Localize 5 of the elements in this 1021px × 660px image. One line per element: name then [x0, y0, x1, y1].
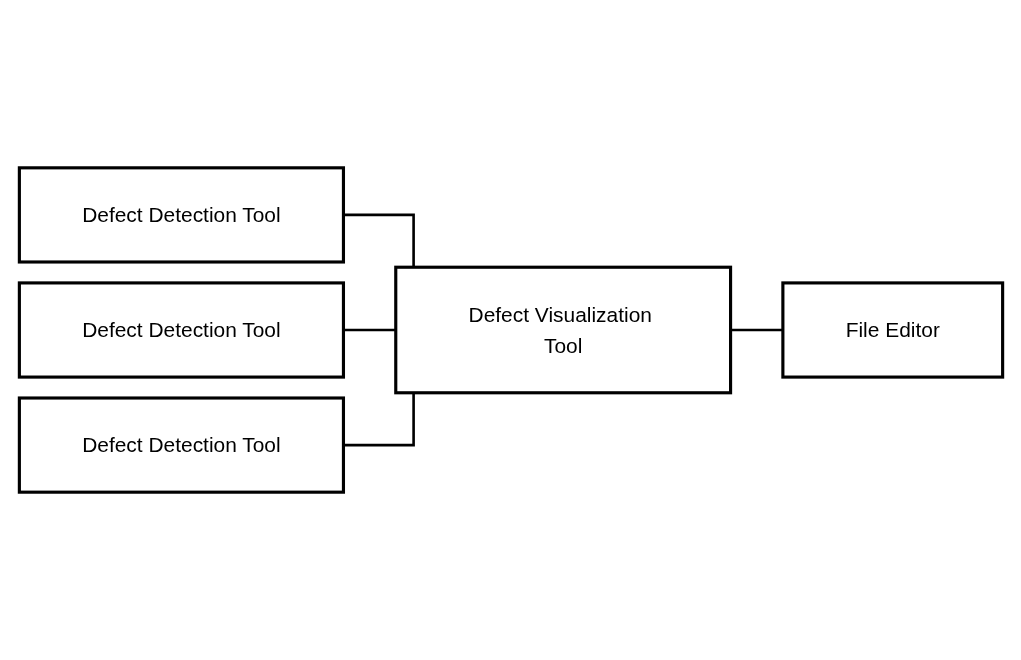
node-box: Defect Detection Tool	[17, 396, 345, 494]
node-box: Defect Detection Tool	[17, 166, 345, 264]
node-box: Defect Visualization Tool	[393, 265, 732, 395]
node-box: File Editor	[780, 281, 1004, 379]
node-box: Defect Detection Tool	[17, 281, 345, 379]
